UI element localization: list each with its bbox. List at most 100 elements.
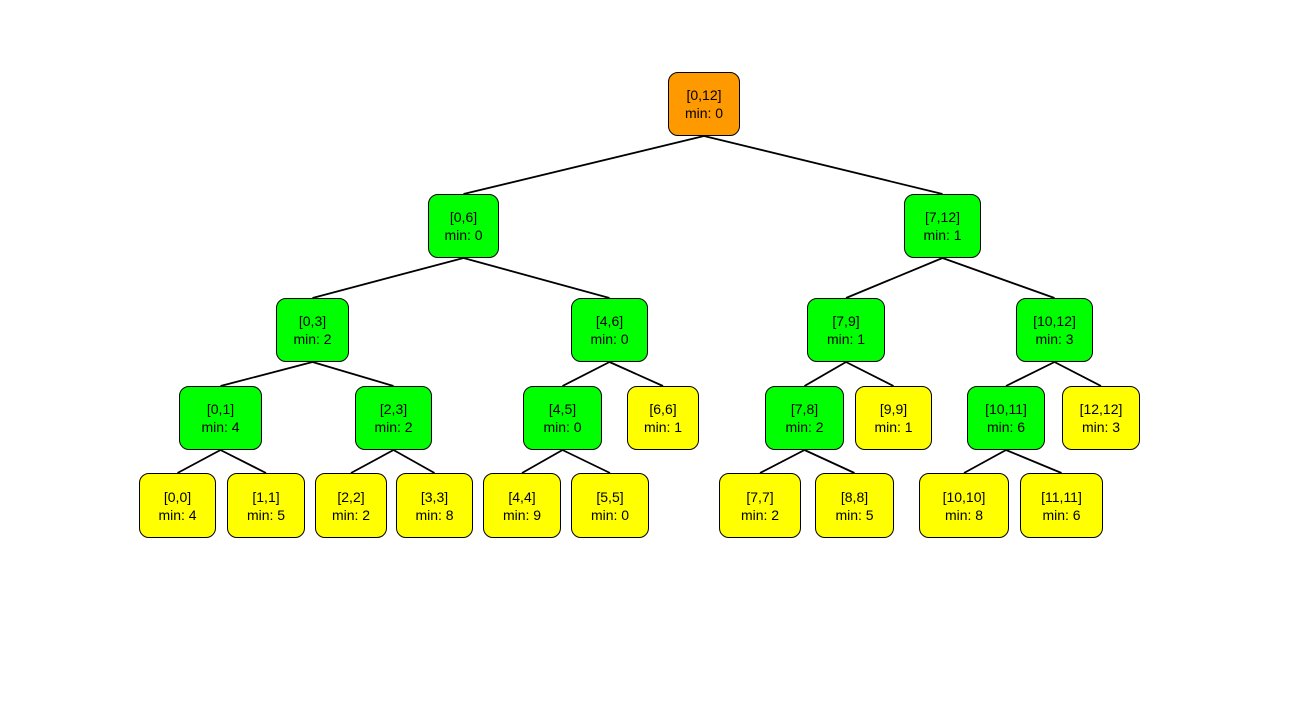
edge-n4_5-n5_5 bbox=[562, 449, 611, 474]
tree-node-0-12: [0,12] min: 0 bbox=[668, 72, 740, 136]
node-min: min: 2 bbox=[331, 506, 371, 523]
node-range: [4,4] bbox=[508, 488, 536, 505]
node-range: [11,11] bbox=[1041, 488, 1082, 505]
tree-node-2-3: [2,3] min: 2 bbox=[355, 386, 432, 450]
tree-node-7-7: [7,7]min: 2 bbox=[719, 473, 801, 538]
node-range: [10,12] bbox=[1033, 313, 1076, 329]
node-range: [10,10] bbox=[942, 488, 986, 505]
edge-n7_9-n9_9 bbox=[845, 361, 894, 387]
edge-n4_5-n4_4 bbox=[521, 449, 563, 474]
tree-node-10-12: [10,12] min: 3 bbox=[1016, 298, 1093, 362]
edge-n0_12-n0_6 bbox=[463, 135, 705, 195]
tree-node-4-6: [4,6] min: 0 bbox=[571, 298, 648, 362]
node-range: [0,0] bbox=[163, 488, 192, 505]
node-min: min: 1 bbox=[643, 419, 683, 435]
node-min: min: 1 bbox=[923, 227, 962, 243]
node-range: [12,12] bbox=[1079, 401, 1123, 417]
tree-node-0-3: [0,3] min: 2 bbox=[276, 298, 349, 362]
edge-n0_1-n0_0 bbox=[177, 449, 221, 474]
node-min: min: 1 bbox=[874, 419, 913, 435]
node-min: min: 3 bbox=[1081, 419, 1121, 435]
node-range: [0,1] bbox=[206, 401, 235, 417]
node-min: min: 2 bbox=[785, 419, 824, 435]
node-min: min: 2 bbox=[293, 331, 332, 347]
tree-node-7-9: [7,9] min: 1 bbox=[807, 298, 885, 362]
node-range: [8,8] bbox=[840, 488, 869, 505]
tree-node-9-9: [9,9] min: 1 bbox=[855, 386, 932, 450]
node-range: [0,12] bbox=[686, 87, 722, 103]
tree-node-7-8: [7,8] min: 2 bbox=[765, 386, 844, 450]
edge-n2_3-n2_2 bbox=[350, 449, 394, 474]
tree-node-5-5: [5,5]min: 0 bbox=[571, 473, 649, 538]
edge-n4_6-n6_6 bbox=[609, 361, 664, 387]
node-min: min: 6 bbox=[986, 419, 1026, 435]
node-min: min: 1 bbox=[826, 331, 866, 347]
tree-node-3-3: [3,3]min: 8 bbox=[396, 473, 473, 538]
edge-n0_1-n1_1 bbox=[220, 449, 267, 474]
tree-node-6-6: [6,6] min: 1 bbox=[627, 386, 699, 450]
edge-n0_3-n0_1 bbox=[220, 361, 313, 387]
node-range: [0,6] bbox=[449, 209, 478, 225]
node-min: min: 2 bbox=[374, 419, 413, 435]
node-min: min: 8 bbox=[944, 506, 984, 523]
edge-n10_11-n10_10 bbox=[963, 449, 1007, 474]
node-min: min: 4 bbox=[158, 506, 197, 523]
node-min: min: 8 bbox=[415, 506, 454, 523]
edge-n7_8-n8_8 bbox=[804, 449, 855, 474]
edge-n4_6-n4_5 bbox=[562, 361, 610, 387]
node-range: [2,2] bbox=[337, 488, 365, 505]
tree-node-0-0: [0,0]min: 4 bbox=[139, 473, 216, 538]
node-min: min: 5 bbox=[246, 506, 286, 523]
edge-n7_12-n7_9 bbox=[845, 257, 943, 299]
tree-node-0-1: [0,1] min: 4 bbox=[179, 386, 262, 450]
edge-n10_12-n12_12 bbox=[1054, 361, 1102, 387]
node-min: min: 0 bbox=[590, 331, 629, 347]
tree-node-10-11: [10,11] min: 6 bbox=[967, 386, 1045, 450]
node-min: min: 0 bbox=[444, 227, 483, 243]
tree-node-4-5: [4,5] min: 0 bbox=[523, 386, 602, 450]
node-range: [7,8] bbox=[790, 401, 819, 417]
node-min: min: 5 bbox=[835, 506, 874, 523]
tree-node-12-12: [12,12] min: 3 bbox=[1062, 386, 1140, 450]
edge-n10_11-n11_11 bbox=[1005, 449, 1062, 474]
node-range: [4,6] bbox=[595, 313, 624, 329]
tree-node-2-2: [2,2]min: 2 bbox=[315, 473, 387, 538]
node-range: [5,5] bbox=[596, 488, 624, 505]
edge-n0_3-n2_3 bbox=[312, 361, 394, 387]
node-min: min: 3 bbox=[1035, 331, 1074, 347]
node-range: [6,6] bbox=[649, 401, 677, 417]
node-range: [3,3] bbox=[420, 488, 449, 505]
node-min: min: 2 bbox=[740, 506, 780, 523]
node-min: min: 6 bbox=[1042, 506, 1081, 523]
node-min: min: 0 bbox=[543, 419, 582, 435]
tree-node-1-1: [1,1]min: 5 bbox=[227, 473, 305, 538]
node-range: [7,12] bbox=[924, 209, 961, 225]
node-min: min: 9 bbox=[502, 506, 542, 523]
node-range: [1,1] bbox=[252, 488, 280, 505]
node-range: [9,9] bbox=[879, 401, 908, 417]
edge-n0_12-n7_12 bbox=[703, 135, 943, 195]
edge-n10_12-n10_11 bbox=[1005, 361, 1055, 387]
edge-n0_6-n0_3 bbox=[312, 257, 464, 299]
edge-n0_6-n4_6 bbox=[463, 257, 610, 299]
edge-n7_9-n7_8 bbox=[804, 361, 847, 387]
tree-node-0-6: [0,6] min: 0 bbox=[428, 194, 499, 258]
tree-node-8-8: [8,8]min: 5 bbox=[815, 473, 894, 538]
edge-n7_8-n7_7 bbox=[759, 449, 805, 474]
node-range: [2,3] bbox=[379, 401, 408, 417]
node-range: [7,7] bbox=[746, 488, 774, 505]
node-range: [7,9] bbox=[832, 313, 860, 329]
node-min: min: 0 bbox=[590, 506, 630, 523]
node-min: min: 0 bbox=[684, 105, 724, 121]
node-range: [0,3] bbox=[298, 313, 327, 329]
edge-n7_12-n10_12 bbox=[942, 257, 1055, 299]
node-min: min: 4 bbox=[201, 419, 240, 435]
edge-n2_3-n3_3 bbox=[393, 449, 435, 474]
tree-node-7-12: [7,12] min: 1 bbox=[904, 194, 981, 258]
tree-node-4-4: [4,4]min: 9 bbox=[483, 473, 561, 538]
node-range: [10,11] bbox=[985, 401, 1027, 417]
tree-node-10-10: [10,10]min: 8 bbox=[919, 473, 1009, 538]
node-range: [4,5] bbox=[548, 401, 577, 417]
